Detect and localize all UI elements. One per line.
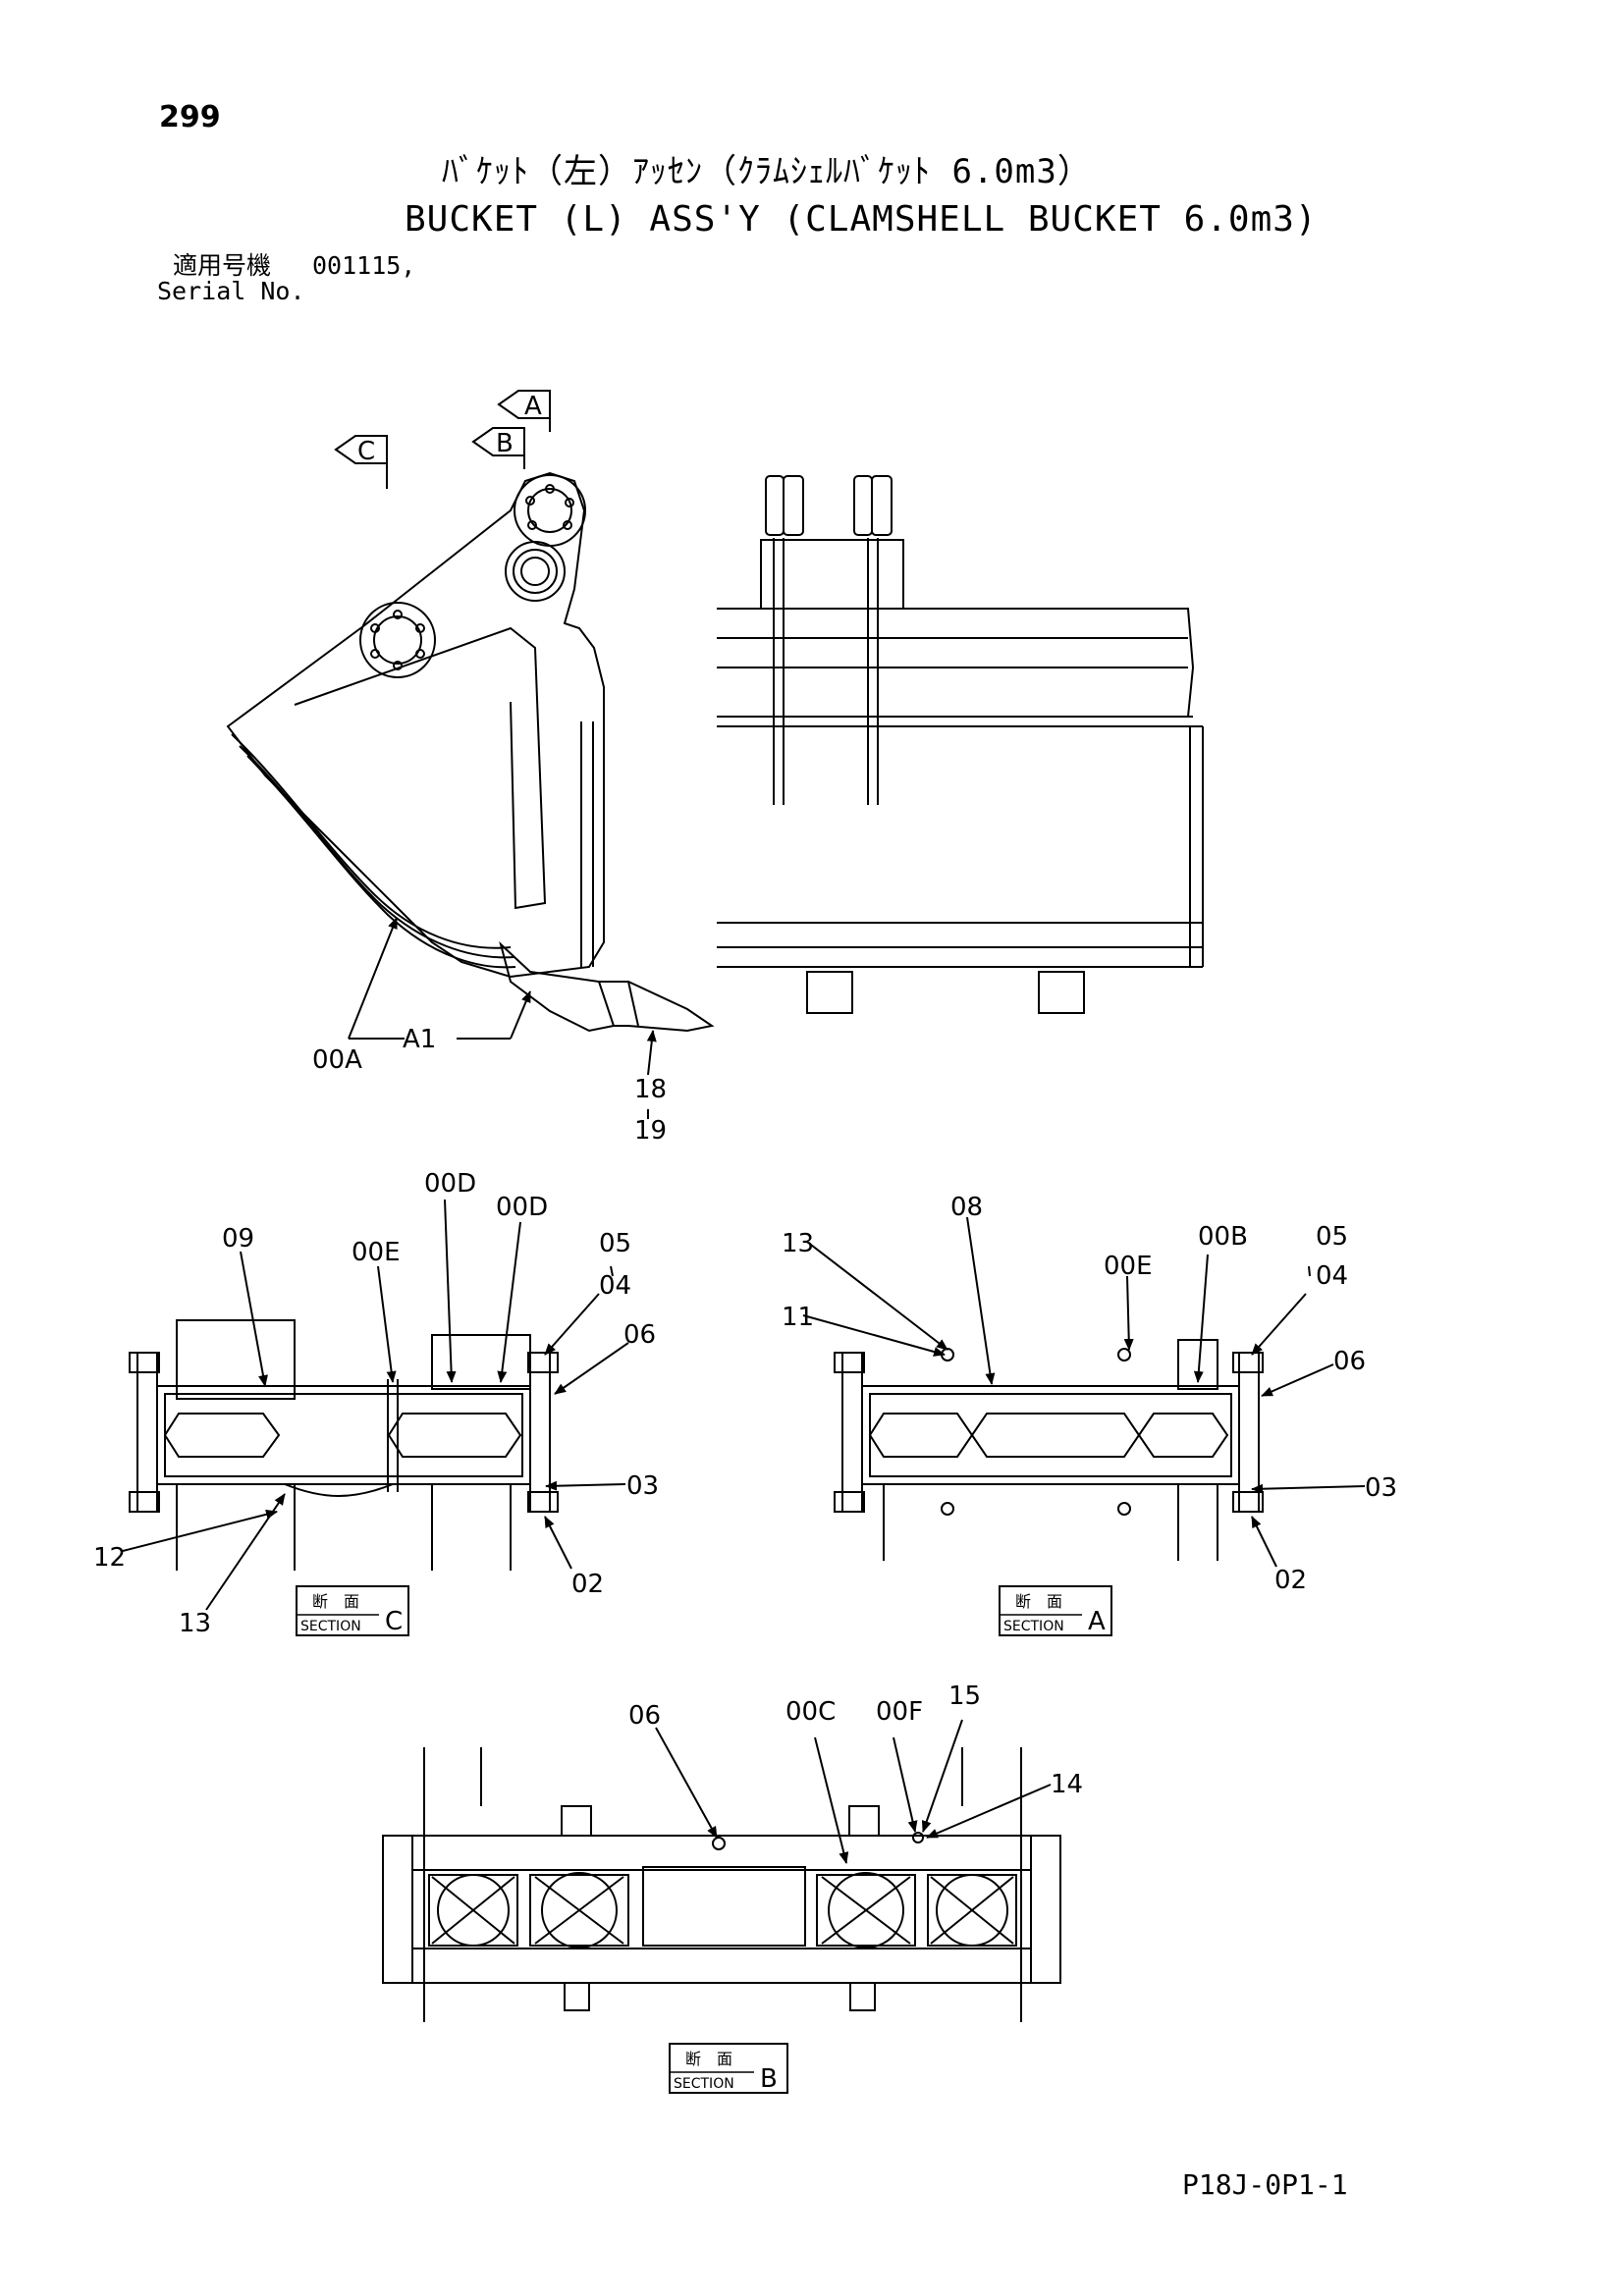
sec-a-tag-letter: A xyxy=(1088,1607,1106,1636)
view-arrow-c: C xyxy=(334,435,388,489)
sec-c-label-05: 05 xyxy=(599,1229,631,1258)
sec-a-label-08: 08 xyxy=(950,1193,983,1222)
view-arrow-a-label: A xyxy=(524,392,542,421)
section-a-drawing xyxy=(834,1339,1264,1561)
section-c-drawing xyxy=(129,1319,559,1571)
sec-b-label-15: 15 xyxy=(948,1682,981,1711)
sec-c-label-06: 06 xyxy=(623,1320,656,1350)
sec-a-label-02: 02 xyxy=(1274,1566,1307,1595)
sec-c-label-00D-1: 00D xyxy=(424,1169,476,1199)
sec-a-label-05: 05 xyxy=(1316,1222,1348,1252)
sec-c-tag-letter: C xyxy=(385,1607,403,1636)
sec-c-label-00D-2: 00D xyxy=(496,1193,548,1222)
section-a-leaders xyxy=(802,1216,1366,1568)
serial-number-value: 001115, xyxy=(312,251,416,280)
title-japanese: ﾊﾞｹｯﾄ（左）ｱｯｾﾝ（ｸﾗﾑｼｪﾙﾊﾞｹｯﾄ 6.0m3） xyxy=(442,152,1092,191)
sec-b-label-06: 06 xyxy=(628,1701,661,1731)
sec-c-label-02: 02 xyxy=(571,1570,604,1599)
title-english: BUCKET (L) ASS'Y (CLAMSHELL BUCKET 6.0m3… xyxy=(405,199,1318,240)
sec-c-label-12: 12 xyxy=(93,1543,126,1573)
section-b-tag: 断 面 SECTION B xyxy=(669,2043,788,2094)
sec-b-tag-jp: 断 面 xyxy=(685,2050,732,2068)
sec-c-tag-jp: 断 面 xyxy=(312,1592,359,1611)
sec-a-tag-en: SECTION xyxy=(1003,1619,1064,1634)
label-19: 19 xyxy=(634,1116,667,1146)
label-A1: A1 xyxy=(403,1025,436,1054)
sec-b-tag-letter: B xyxy=(760,2064,778,2094)
sec-b-tag-en: SECTION xyxy=(674,2076,734,2092)
main-view-leaders xyxy=(348,917,657,1119)
bucket-front-view xyxy=(717,475,1204,1014)
sec-a-label-04: 04 xyxy=(1316,1261,1348,1291)
sec-a-label-00E: 00E xyxy=(1104,1252,1153,1281)
sec-a-label-13: 13 xyxy=(782,1229,814,1258)
sec-a-label-06: 06 xyxy=(1333,1347,1366,1376)
section-c-tag: 断 面 SECTION C xyxy=(296,1585,409,1636)
label-18: 18 xyxy=(634,1075,667,1104)
sec-a-label-03: 03 xyxy=(1365,1473,1397,1503)
serial-label-english: Serial No. xyxy=(157,277,305,305)
section-a-tag: 断 面 SECTION A xyxy=(999,1585,1112,1636)
page-code: P18J-0P1-1 xyxy=(1182,2168,1348,2201)
sec-c-label-00E: 00E xyxy=(352,1238,401,1267)
view-arrow-c-label: C xyxy=(357,437,375,466)
section-c-leaders xyxy=(122,1199,629,1611)
sec-c-label-09: 09 xyxy=(222,1224,254,1254)
sec-c-label-03: 03 xyxy=(626,1471,659,1501)
sec-b-label-00C: 00C xyxy=(785,1697,836,1727)
sec-c-tag-en: SECTION xyxy=(300,1619,361,1634)
sec-a-label-00B: 00B xyxy=(1198,1222,1248,1252)
sec-b-label-00F: 00F xyxy=(876,1697,923,1727)
label-00A: 00A xyxy=(312,1045,362,1075)
view-arrow-b-label: B xyxy=(496,429,514,458)
view-arrow-a: A xyxy=(497,390,551,432)
serial-label-japanese: 適用号機 xyxy=(173,251,272,280)
bucket-side-view xyxy=(226,471,715,1033)
sec-c-label-04: 04 xyxy=(599,1271,631,1301)
section-b-drawing xyxy=(382,1747,1061,2022)
sec-c-label-13: 13 xyxy=(179,1609,211,1638)
section-b-leaders xyxy=(655,1719,1052,1864)
view-arrow-b: B xyxy=(471,427,525,469)
sec-b-label-14: 14 xyxy=(1051,1770,1083,1799)
page-number: 299 xyxy=(159,100,221,134)
sec-a-label-11: 11 xyxy=(782,1303,814,1332)
sec-a-tag-jp: 断 面 xyxy=(1015,1592,1062,1611)
